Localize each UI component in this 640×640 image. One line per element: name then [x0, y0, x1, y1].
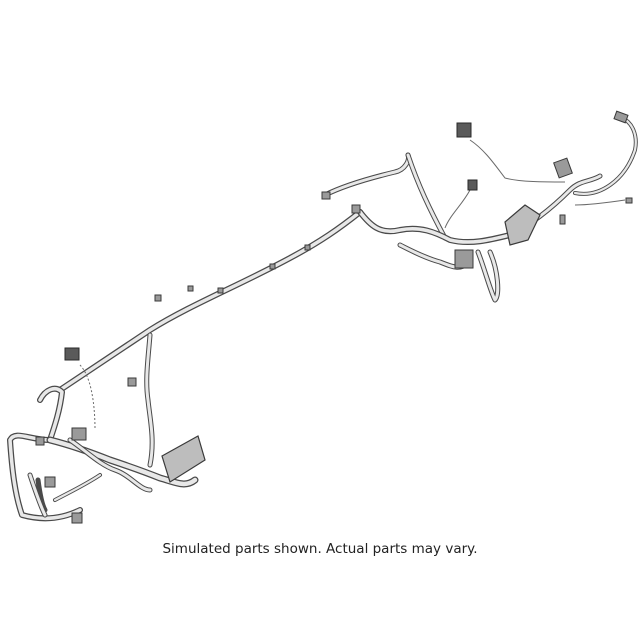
connector	[456, 122, 472, 138]
disclaimer-caption: Simulated parts shown. Actual parts may …	[162, 541, 478, 557]
junction-module	[504, 204, 541, 246]
upper-right-cluster	[321, 110, 638, 303]
main-trunk	[57, 209, 363, 393]
lower-left-cluster	[7, 244, 311, 524]
connector	[64, 347, 80, 361]
control-module	[161, 435, 206, 483]
